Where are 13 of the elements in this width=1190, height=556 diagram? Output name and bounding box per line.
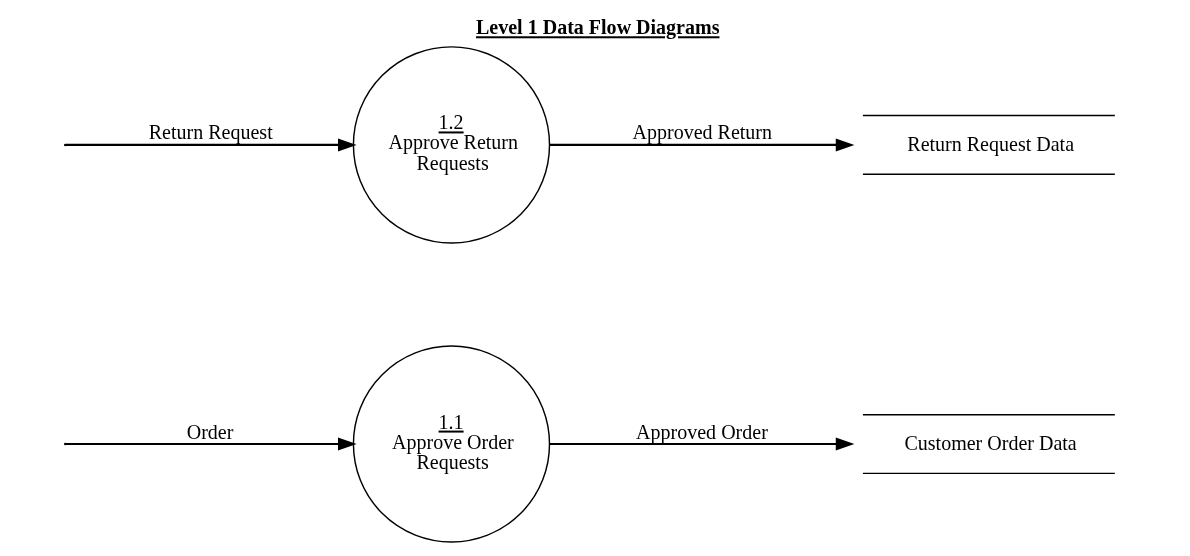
arrow [65,437,357,451]
node-circle: 1.2 Approve Return Requests [352,46,550,244]
edge-label: Approved Order [635,420,768,443]
edge-label: Approved Return [632,121,772,144]
node-circle: 1.1 Approve Order Requests [352,345,550,543]
arrow [549,138,854,152]
node-text: Customer Order Data [903,432,1077,455]
arrow [549,437,854,451]
arrow [65,138,357,152]
node-text: Return Request Data [906,132,1074,155]
edge-label: Order [186,420,233,443]
edge-label: Return Request [148,121,273,144]
diagram-title: Level 1 Data Flow Diagrams [475,16,719,39]
